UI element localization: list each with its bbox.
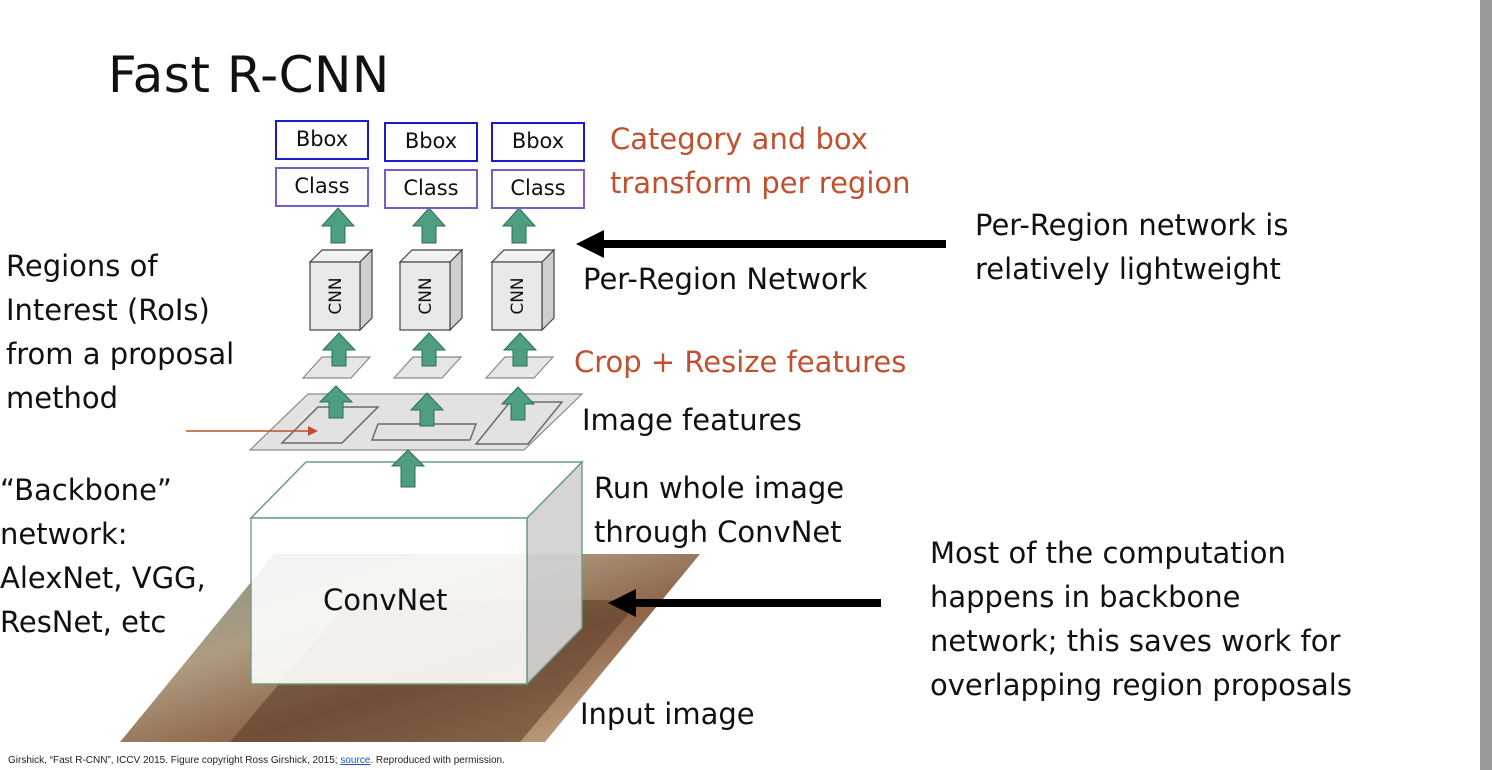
cnn-box-1 <box>308 248 374 332</box>
computation-note-line: happens in backbone <box>930 580 1241 614</box>
rois-note-line: method <box>6 381 118 415</box>
up-arrow-icon <box>390 449 426 488</box>
class-box-2: Class <box>384 169 478 209</box>
run-whole-line: through ConvNet <box>594 515 842 549</box>
rois-note-line: Regions of <box>6 249 158 283</box>
class-box-3: Class <box>491 169 585 209</box>
bbox-box-3: Bbox <box>491 122 585 162</box>
run-whole-line: Run whole image <box>594 471 845 505</box>
image-features-label: Image features <box>582 403 802 437</box>
cnn-box-2 <box>398 248 464 332</box>
category-box-label: Category and box transform per region <box>610 117 911 205</box>
bbox-box-2: Bbox <box>384 122 478 162</box>
up-arrow-icon <box>411 207 447 244</box>
computation-note-line: overlapping region proposals <box>930 668 1352 702</box>
backbone-note-line: ResNet, etc <box>0 605 167 639</box>
lightweight-note-line: relatively lightweight <box>975 252 1281 286</box>
citation-footnote: Girshick, “Fast R-CNN”, ICCV 2015. Figur… <box>8 755 505 766</box>
up-arrow-icon <box>502 332 538 367</box>
input-image-label: Input image <box>580 697 755 731</box>
convnet-label: ConvNet <box>323 583 448 617</box>
rois-note-line: from a proposal <box>6 337 235 371</box>
run-whole-label: Run whole image through ConvNet <box>594 466 844 554</box>
left-arrow-icon <box>576 230 946 258</box>
up-arrow-icon <box>320 207 356 244</box>
computation-note-line: network; this saves work for <box>930 624 1341 658</box>
backbone-note: “Backbone” network: AlexNet, VGG, ResNet… <box>0 468 206 644</box>
footnote-text-end: . Reproduced with permission. <box>370 755 505 766</box>
rois-note-line: Interest (RoIs) <box>6 293 210 327</box>
scrollbar[interactable] <box>1480 0 1492 770</box>
backbone-note-line: “Backbone” <box>0 473 172 507</box>
up-arrow-icon <box>500 386 536 421</box>
convnet-top-face <box>249 461 584 519</box>
class-box-1: Class <box>275 167 369 207</box>
roi-pointer-arrow <box>186 426 318 436</box>
up-arrow-icon <box>411 332 447 367</box>
category-box-line: Category and box <box>610 122 868 156</box>
cnn-box-3 <box>490 248 556 332</box>
rois-note: Regions of Interest (RoIs) from a propos… <box>6 244 234 420</box>
computation-note-line: Most of the computation <box>930 536 1286 570</box>
cnn-label-1: CNN <box>326 277 346 314</box>
crop-resize-label: Crop + Resize features <box>574 345 907 379</box>
bbox-box-1: Bbox <box>275 120 369 160</box>
category-box-line: transform per region <box>610 166 911 200</box>
cnn-label-3: CNN <box>508 277 528 314</box>
convnet-front-face <box>250 517 528 685</box>
backbone-note-line: AlexNet, VGG, <box>0 561 206 595</box>
cnn-label-2: CNN <box>416 277 436 314</box>
lightweight-note-line: Per-Region network is <box>975 208 1289 242</box>
up-arrow-icon <box>409 392 445 427</box>
computation-note: Most of the computation happens in backb… <box>930 531 1352 707</box>
left-arrow-icon <box>608 589 881 617</box>
footnote-text: Girshick, “Fast R-CNN”, ICCV 2015. Figur… <box>8 755 341 766</box>
slide-title: Fast R-CNN <box>108 46 390 104</box>
up-arrow-icon <box>321 332 357 367</box>
backbone-note-line: network: <box>0 517 128 551</box>
up-arrow-icon <box>318 385 354 419</box>
lightweight-note: Per-Region network is relatively lightwe… <box>975 203 1288 291</box>
source-link[interactable]: source <box>340 755 371 766</box>
per-region-network-label: Per-Region Network <box>583 262 868 296</box>
up-arrow-icon <box>501 207 537 244</box>
